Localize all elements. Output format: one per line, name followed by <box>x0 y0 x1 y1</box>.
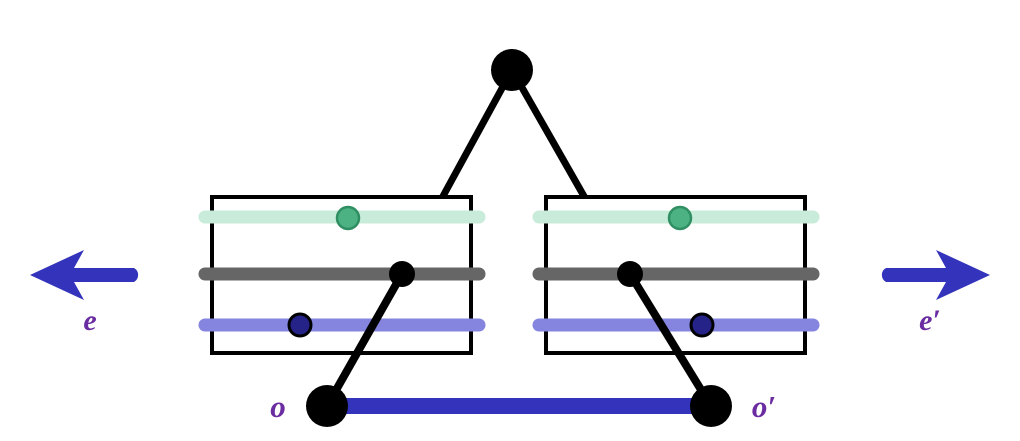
right-arrow-icon <box>881 250 990 300</box>
right-bottom-node <box>690 385 732 427</box>
left-arrow <box>30 250 139 300</box>
left-bottom-node <box>306 385 348 427</box>
left-node-label: o <box>270 389 286 424</box>
right-arrow <box>881 250 990 300</box>
right-box-group <box>532 195 820 355</box>
edge-left-gray-to-bottom <box>323 272 406 408</box>
right-gray-node <box>617 261 643 287</box>
left-navy-dot <box>287 312 313 338</box>
edge-root-to-right-box <box>508 68 589 200</box>
left-box-group <box>198 195 486 355</box>
left-gray-node <box>389 261 415 287</box>
right-navy-dot <box>689 312 715 338</box>
right-node-label: o′ <box>752 389 776 424</box>
right-green-dot <box>667 205 693 231</box>
root-node <box>491 49 533 91</box>
edge-root-to-left-box <box>438 68 516 200</box>
right-arrow-label: e′ <box>919 304 941 337</box>
edge-right-gray-to-bottom <box>626 271 715 409</box>
left-green-dot <box>335 205 361 231</box>
left-arrow-icon <box>30 250 139 300</box>
left-arrow-label: e <box>83 304 96 337</box>
